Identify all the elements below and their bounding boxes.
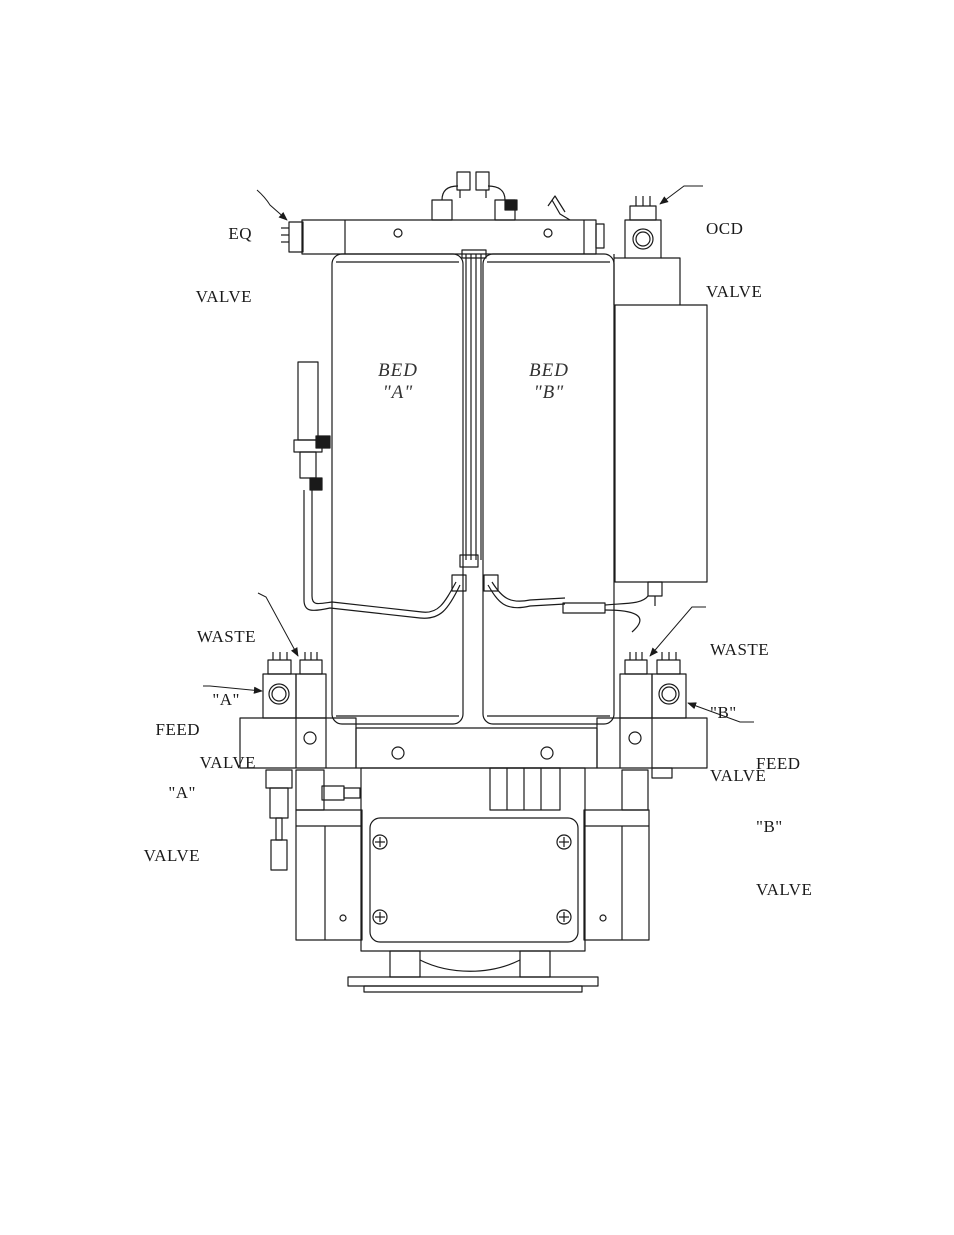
bed-b-label: BED "B"	[509, 360, 589, 404]
bed-b-vessel	[483, 254, 614, 724]
ocd-valve-body	[614, 196, 680, 305]
bed-a-line-1: BED	[358, 360, 438, 382]
leader-eq	[257, 190, 287, 220]
feed-b-line-1: FEED	[756, 753, 812, 774]
feed-a-line-1: FEED	[128, 719, 200, 740]
waste-b-valve-body	[620, 652, 652, 718]
right-lower-fittings	[622, 770, 648, 810]
waste-b-line-1: WASTE	[710, 639, 769, 660]
feed-b-line-3: VALVE	[756, 879, 812, 900]
feed-a-line-2: "A"	[128, 782, 200, 803]
bed-a-label: BED "A"	[358, 360, 438, 404]
leader-waste-b	[650, 607, 706, 656]
base-plate	[348, 951, 598, 992]
eq-valve-body	[281, 222, 303, 252]
bed-b-line-2: "B"	[509, 382, 589, 404]
waste-a-valve-body	[296, 652, 326, 718]
ocd-valve-label: OCD VALVE	[706, 176, 762, 323]
eq-valve-line-2: VALVE	[186, 286, 252, 307]
center-tube	[460, 250, 486, 567]
base-screws	[373, 835, 571, 924]
feed-b-valve-label: FEED "B" VALVE	[756, 711, 812, 921]
ocd-valve-line-2: VALVE	[706, 281, 762, 302]
ocd-valve-line-1: OCD	[706, 218, 762, 239]
leader-lines	[203, 186, 754, 722]
lower-manifold	[240, 718, 707, 778]
left-lower-fittings	[266, 770, 360, 870]
feed-b-line-2: "B"	[756, 816, 812, 837]
top-manifold	[302, 220, 604, 254]
feed-a-valve-label: FEED "A" VALVE	[128, 677, 200, 887]
bed-a-line-2: "A"	[358, 382, 438, 404]
bed-a-vessel	[332, 254, 463, 724]
right-lower-tubes	[452, 575, 648, 632]
base-housing	[296, 768, 649, 951]
feed-a-valve-body	[263, 652, 296, 718]
eq-valve-label: EQ VALVE	[186, 181, 252, 328]
leader-ocd	[660, 186, 703, 204]
top-fittings	[432, 172, 570, 220]
eq-valve-line-1: EQ	[186, 223, 252, 244]
leader-waste-a	[258, 593, 298, 656]
bed-b-line-1: BED	[509, 360, 589, 382]
feed-b-valve-body	[652, 652, 686, 718]
right-canister	[615, 305, 707, 606]
waste-a-line-1: WASTE	[180, 626, 256, 647]
feed-a-line-3: VALVE	[128, 845, 200, 866]
